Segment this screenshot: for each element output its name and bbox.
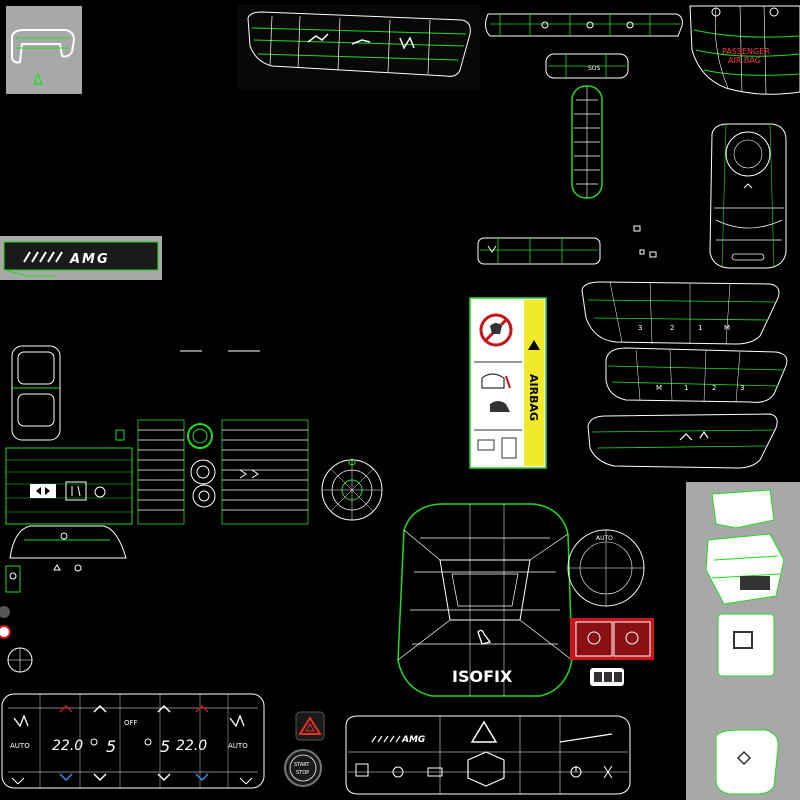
vent-grilles [137, 419, 309, 525]
passenger-airbag-line1: PASSENGER [722, 47, 770, 56]
mem-upper-1: 1 [698, 324, 702, 332]
door-switch-strip [477, 237, 601, 265]
mem-upper-3: 3 [638, 324, 642, 332]
amg-badge-text: AMG [69, 252, 110, 267]
passenger-airbag-line2: AIR BAG [728, 56, 761, 65]
bottom-amg-text: AMG [401, 735, 425, 745]
start-label: START [294, 762, 310, 768]
temp-right-display: 22.0 [176, 738, 207, 754]
mem-lower-1: 1 [684, 384, 688, 392]
left-small-pieces [0, 525, 127, 673]
right-grey-panel [686, 482, 800, 800]
passenger-airbag-panel: PASSENGER AIR BAG [689, 5, 800, 95]
amg-badge-panel: AMG [0, 236, 162, 280]
small-lock-icons [633, 225, 657, 258]
fan-left-display: 5 [106, 737, 116, 756]
center-console-mesh [709, 123, 787, 269]
fan-right-display: 5 [160, 737, 170, 756]
auto-dial: AUTO [567, 529, 645, 607]
mirror-switch-tile [6, 6, 82, 94]
grab-handle [571, 85, 603, 199]
airbag-warning-label: AIRBAG [469, 297, 547, 469]
stop-label: STOP [296, 770, 309, 776]
auto-right-label: AUTO [228, 742, 248, 750]
mem-lower-3: 3 [740, 384, 744, 392]
auto-dial-label: AUTO [596, 535, 613, 542]
rotary-knob-mesh [321, 458, 383, 521]
round-knobs [187, 423, 216, 508]
off-label: OFF [124, 719, 138, 727]
climate-control-panel: AUTO AUTO OFF 22.0 22.0 5 5 [1, 693, 265, 789]
auto-left-label: AUTO [10, 742, 30, 750]
bottom-console-panel: AMG [345, 715, 631, 795]
temp-left-display: 22.0 [52, 738, 83, 754]
mem-lower-m: M [656, 384, 662, 392]
red-button-pair [570, 618, 654, 686]
window-switch-strip: SOS [485, 13, 683, 79]
hazard-and-start: START STOP [284, 711, 325, 787]
light-switch-panel [5, 429, 133, 525]
mem-lower-2: 2 [712, 384, 716, 392]
isofix-mesh: ISOFIX [397, 503, 573, 697]
left-bezel-pieces [11, 345, 61, 441]
mem-upper-2: 2 [670, 324, 674, 332]
sos-label: SOS [588, 65, 601, 72]
seat-control-strip [238, 4, 480, 90]
isofix-label: ISOFIX [452, 667, 513, 686]
mem-upper-m: M [724, 324, 730, 332]
airbag-vertical-text: AIRBAG [527, 374, 540, 421]
seat-memory-switches: 3 2 1 M M 1 2 3 [581, 281, 788, 469]
